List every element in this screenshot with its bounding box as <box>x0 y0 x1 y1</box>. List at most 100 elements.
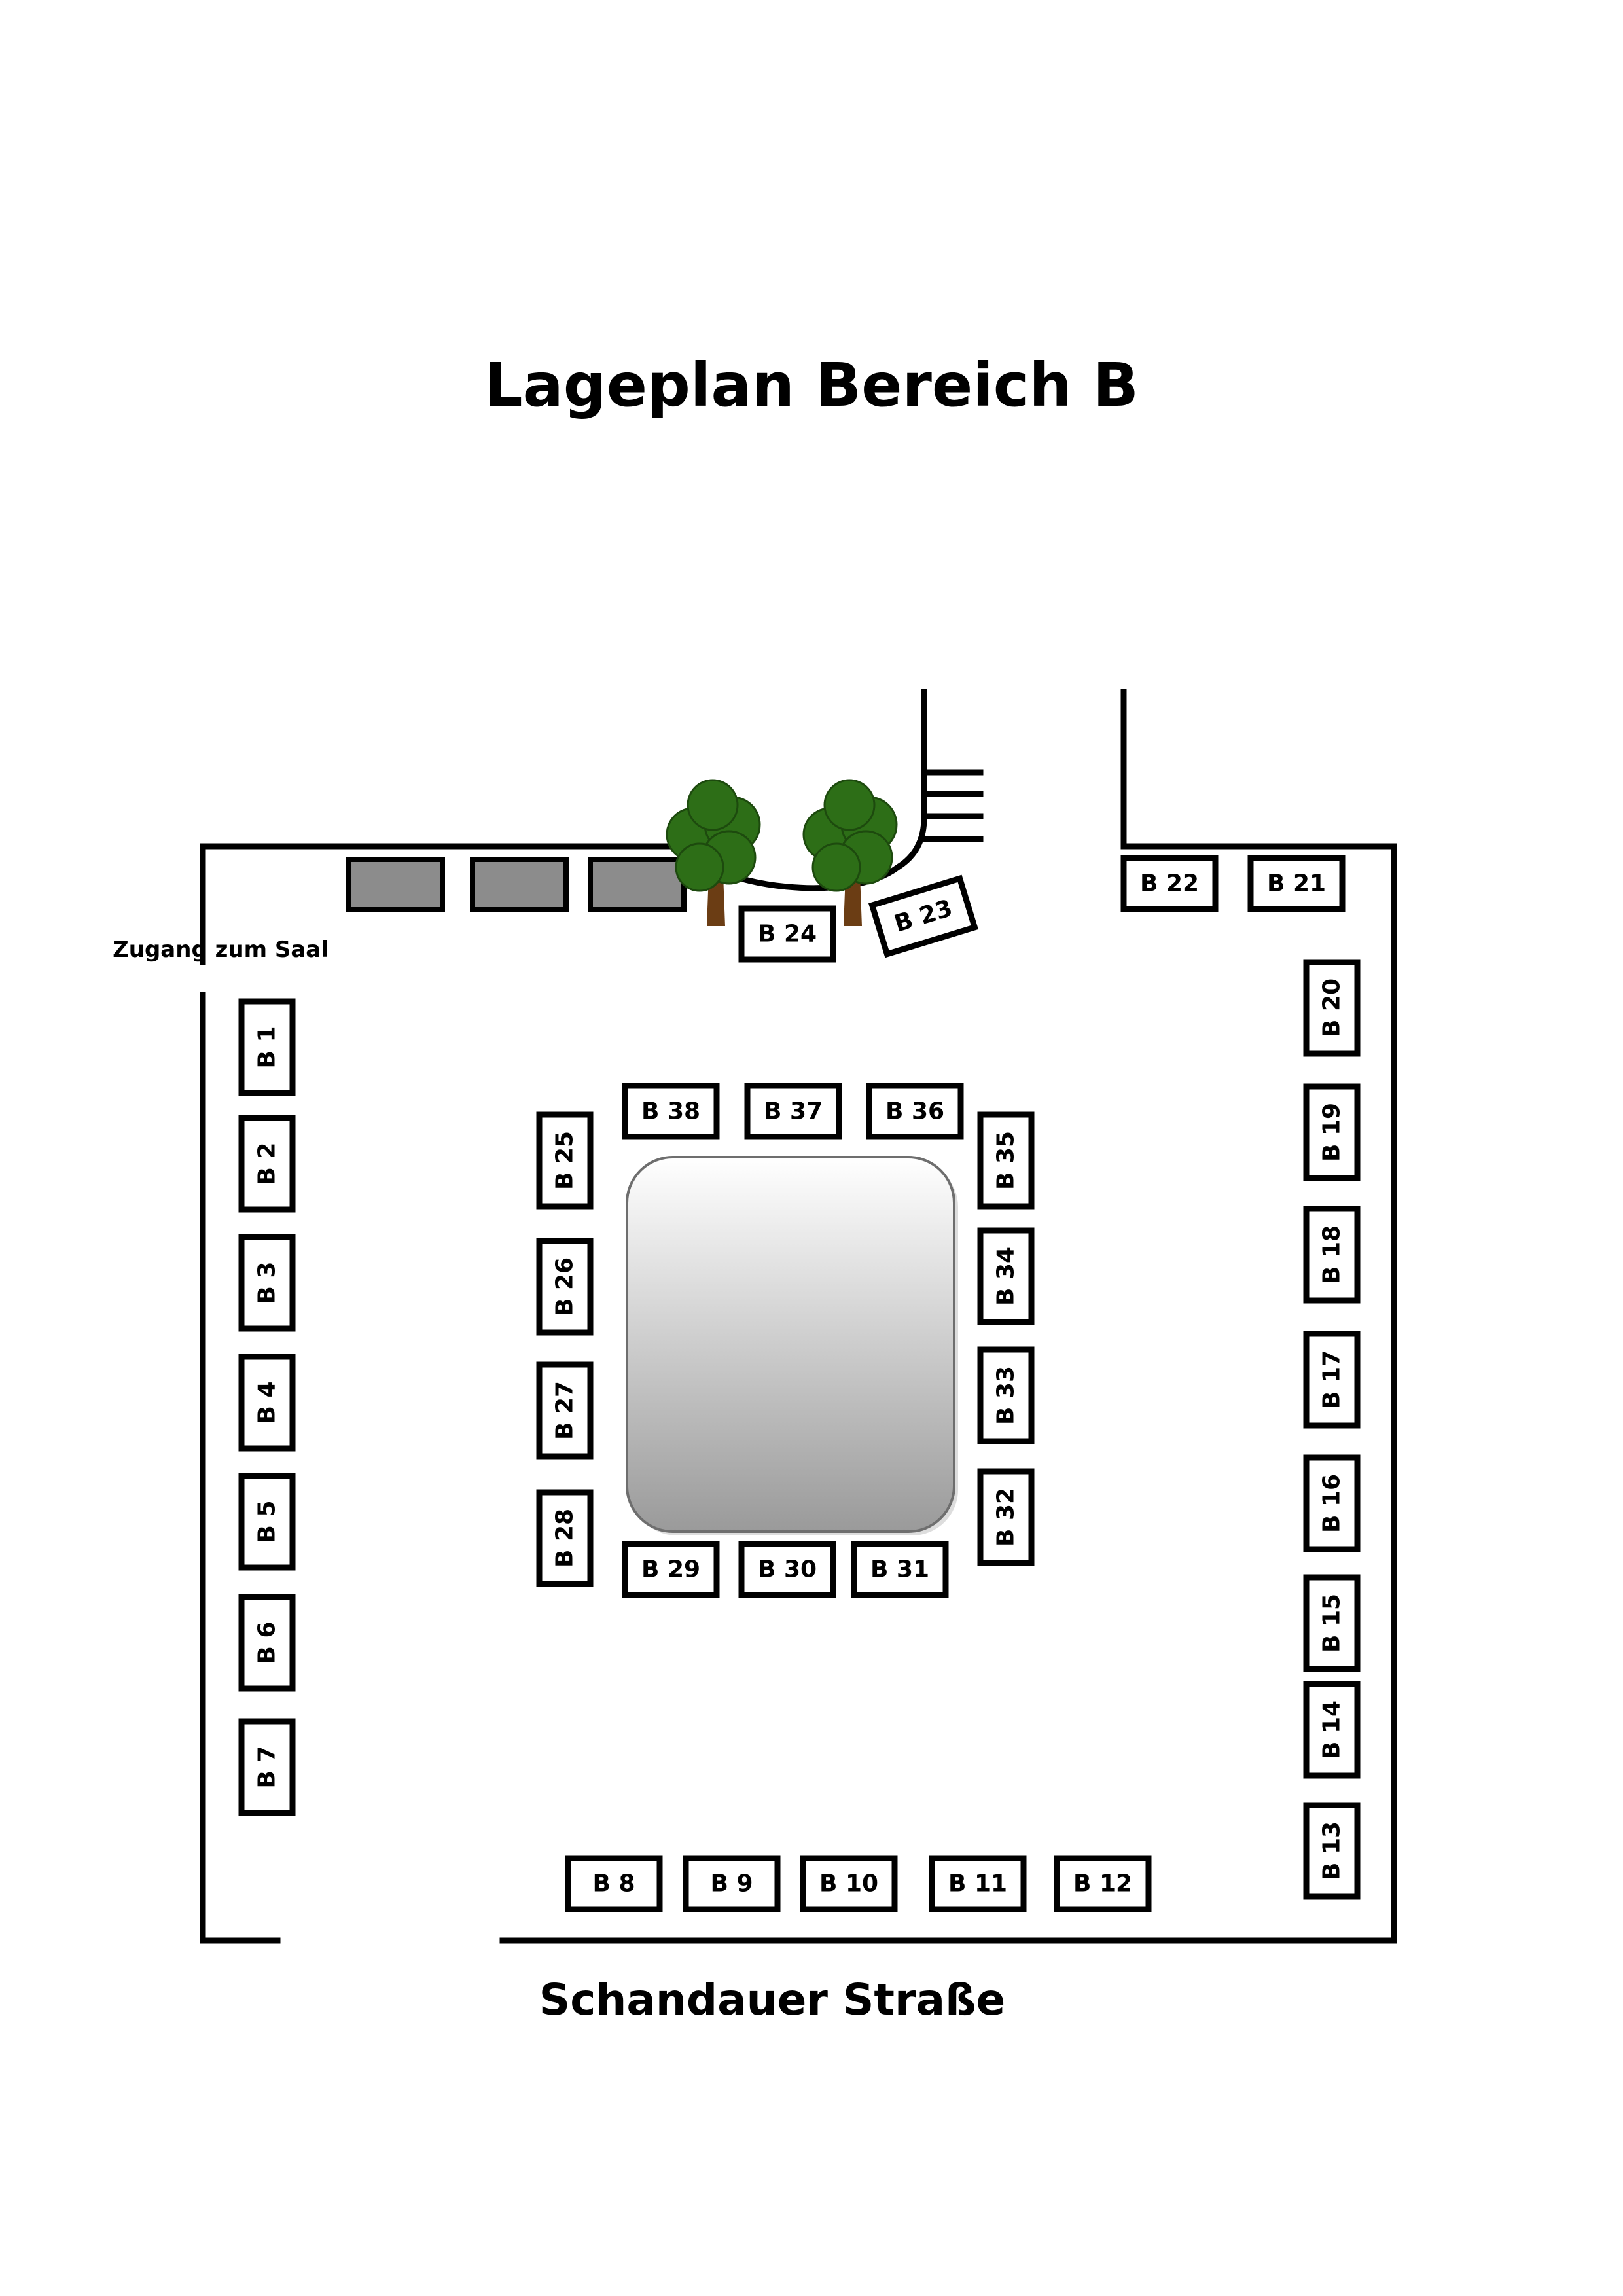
stall-b30: B 30 <box>738 1541 836 1598</box>
stall-b21: B 21 <box>1247 855 1346 912</box>
stall-label: B 28 <box>552 1509 579 1568</box>
stall-box <box>744 1083 842 1140</box>
stall-box <box>1303 1331 1361 1429</box>
stall-b28: B 28 <box>536 1489 594 1587</box>
stall-label: B 17 <box>1319 1350 1346 1409</box>
stall-b19: B 19 <box>1303 1083 1361 1181</box>
stall-box <box>977 1111 1035 1210</box>
stall-label: B 12 <box>1073 1871 1132 1897</box>
stall-label: B 18 <box>1319 1225 1346 1284</box>
stall-box <box>536 1361 594 1460</box>
parking-space-icon <box>470 857 569 912</box>
stall-label: B 1 <box>254 1026 281 1068</box>
stall-b35: B 35 <box>977 1111 1035 1210</box>
stall-box <box>1120 855 1219 912</box>
tree-icon <box>802 779 898 926</box>
stall-b16: B 16 <box>1303 1454 1361 1552</box>
stall-b3: B 3 <box>238 1234 296 1332</box>
stall-b23: B 23 <box>868 874 978 958</box>
stall-b24: B 24 <box>738 905 836 963</box>
entrance-label: Zugang zum Saal <box>113 937 329 963</box>
stall-box <box>238 1115 296 1213</box>
stall-box <box>238 1718 296 1816</box>
stall-b38: B 38 <box>622 1083 720 1140</box>
stall-box <box>1054 1855 1152 1912</box>
stall-label: B 15 <box>1319 1594 1346 1653</box>
stall-box <box>866 1083 964 1140</box>
stall-label: B 31 <box>870 1556 929 1583</box>
stall-b15: B 15 <box>1303 1574 1361 1672</box>
stall-b20: B 20 <box>1303 959 1361 1057</box>
stall-b22: B 22 <box>1120 855 1219 912</box>
parking-space-icon <box>588 857 687 912</box>
stall-label: B 30 <box>758 1556 817 1583</box>
stall-b11: B 11 <box>929 1855 1027 1912</box>
stall-box <box>851 1541 949 1598</box>
fountain-icon <box>626 1156 958 1535</box>
stall-b32: B 32 <box>977 1468 1035 1566</box>
stall-label: B 26 <box>552 1257 579 1316</box>
stall-box <box>622 1083 720 1140</box>
stall-box <box>738 1541 836 1598</box>
stall-box <box>238 1234 296 1332</box>
stall-b8: B 8 <box>565 1855 663 1912</box>
south-west-wall <box>200 992 281 1944</box>
stall-box <box>1303 1802 1361 1900</box>
stall-b17: B 17 <box>1303 1331 1361 1429</box>
stall-label: B 6 <box>254 1621 281 1664</box>
stall-label: B 25 <box>552 1131 579 1190</box>
stall-box <box>977 1346 1035 1444</box>
north-west-wall <box>200 843 683 965</box>
stall-label: B 29 <box>641 1556 700 1583</box>
stall-b33: B 33 <box>977 1346 1035 1444</box>
stall-box <box>1303 1574 1361 1672</box>
stall-b18: B 18 <box>1303 1206 1361 1304</box>
stall-label: B 19 <box>1319 1103 1346 1162</box>
stall-box <box>238 1594 296 1692</box>
page-title: Lageplan Bereich B <box>484 350 1139 420</box>
stall-b14: B 14 <box>1303 1681 1361 1779</box>
parking-spaces <box>346 857 687 912</box>
stall-box <box>1303 959 1361 1057</box>
stall-box <box>800 1855 898 1912</box>
stall-box <box>238 1473 296 1571</box>
stall-b27: B 27 <box>536 1361 594 1460</box>
stall-label: B 14 <box>1319 1700 1346 1759</box>
stall-box <box>1303 1206 1361 1304</box>
stall-label: B 34 <box>993 1247 1020 1306</box>
steps <box>921 769 984 842</box>
stall-b31: B 31 <box>851 1541 949 1598</box>
tree-icon <box>666 779 761 926</box>
stall-label: B 13 <box>1319 1821 1346 1880</box>
stall-b34: B 34 <box>977 1227 1035 1325</box>
stall-label: B 32 <box>993 1488 1020 1547</box>
stall-b9: B 9 <box>683 1855 781 1912</box>
parking-space-icon <box>346 857 445 912</box>
stall-box <box>536 1489 594 1587</box>
stall-box <box>1303 1681 1361 1779</box>
stall-label: B 3 <box>254 1261 281 1304</box>
stall-box <box>1303 1083 1361 1181</box>
stall-label: B 11 <box>948 1871 1007 1897</box>
stall-box <box>868 874 978 958</box>
stall-b2: B 2 <box>238 1115 296 1213</box>
stall-label: B 36 <box>885 1098 944 1125</box>
stall-box <box>1247 855 1346 912</box>
stall-b36: B 36 <box>866 1083 964 1140</box>
stall-label: B 4 <box>254 1381 281 1424</box>
stall-box <box>738 905 836 963</box>
stall-label: B 16 <box>1319 1474 1346 1533</box>
stall-b5: B 5 <box>238 1473 296 1571</box>
stall-b25: B 25 <box>536 1111 594 1210</box>
stall-label: B 8 <box>592 1871 635 1897</box>
stall-b26: B 26 <box>536 1238 594 1336</box>
stall-box <box>977 1227 1035 1325</box>
stall-b7: B 7 <box>238 1718 296 1816</box>
stall-label: B 38 <box>641 1098 700 1125</box>
stall-b13: B 13 <box>1303 1802 1361 1900</box>
stall-label: B 20 <box>1319 978 1346 1037</box>
stall-label: B 21 <box>1267 870 1326 897</box>
stall-b12: B 12 <box>1054 1855 1152 1912</box>
stall-box <box>565 1855 663 1912</box>
